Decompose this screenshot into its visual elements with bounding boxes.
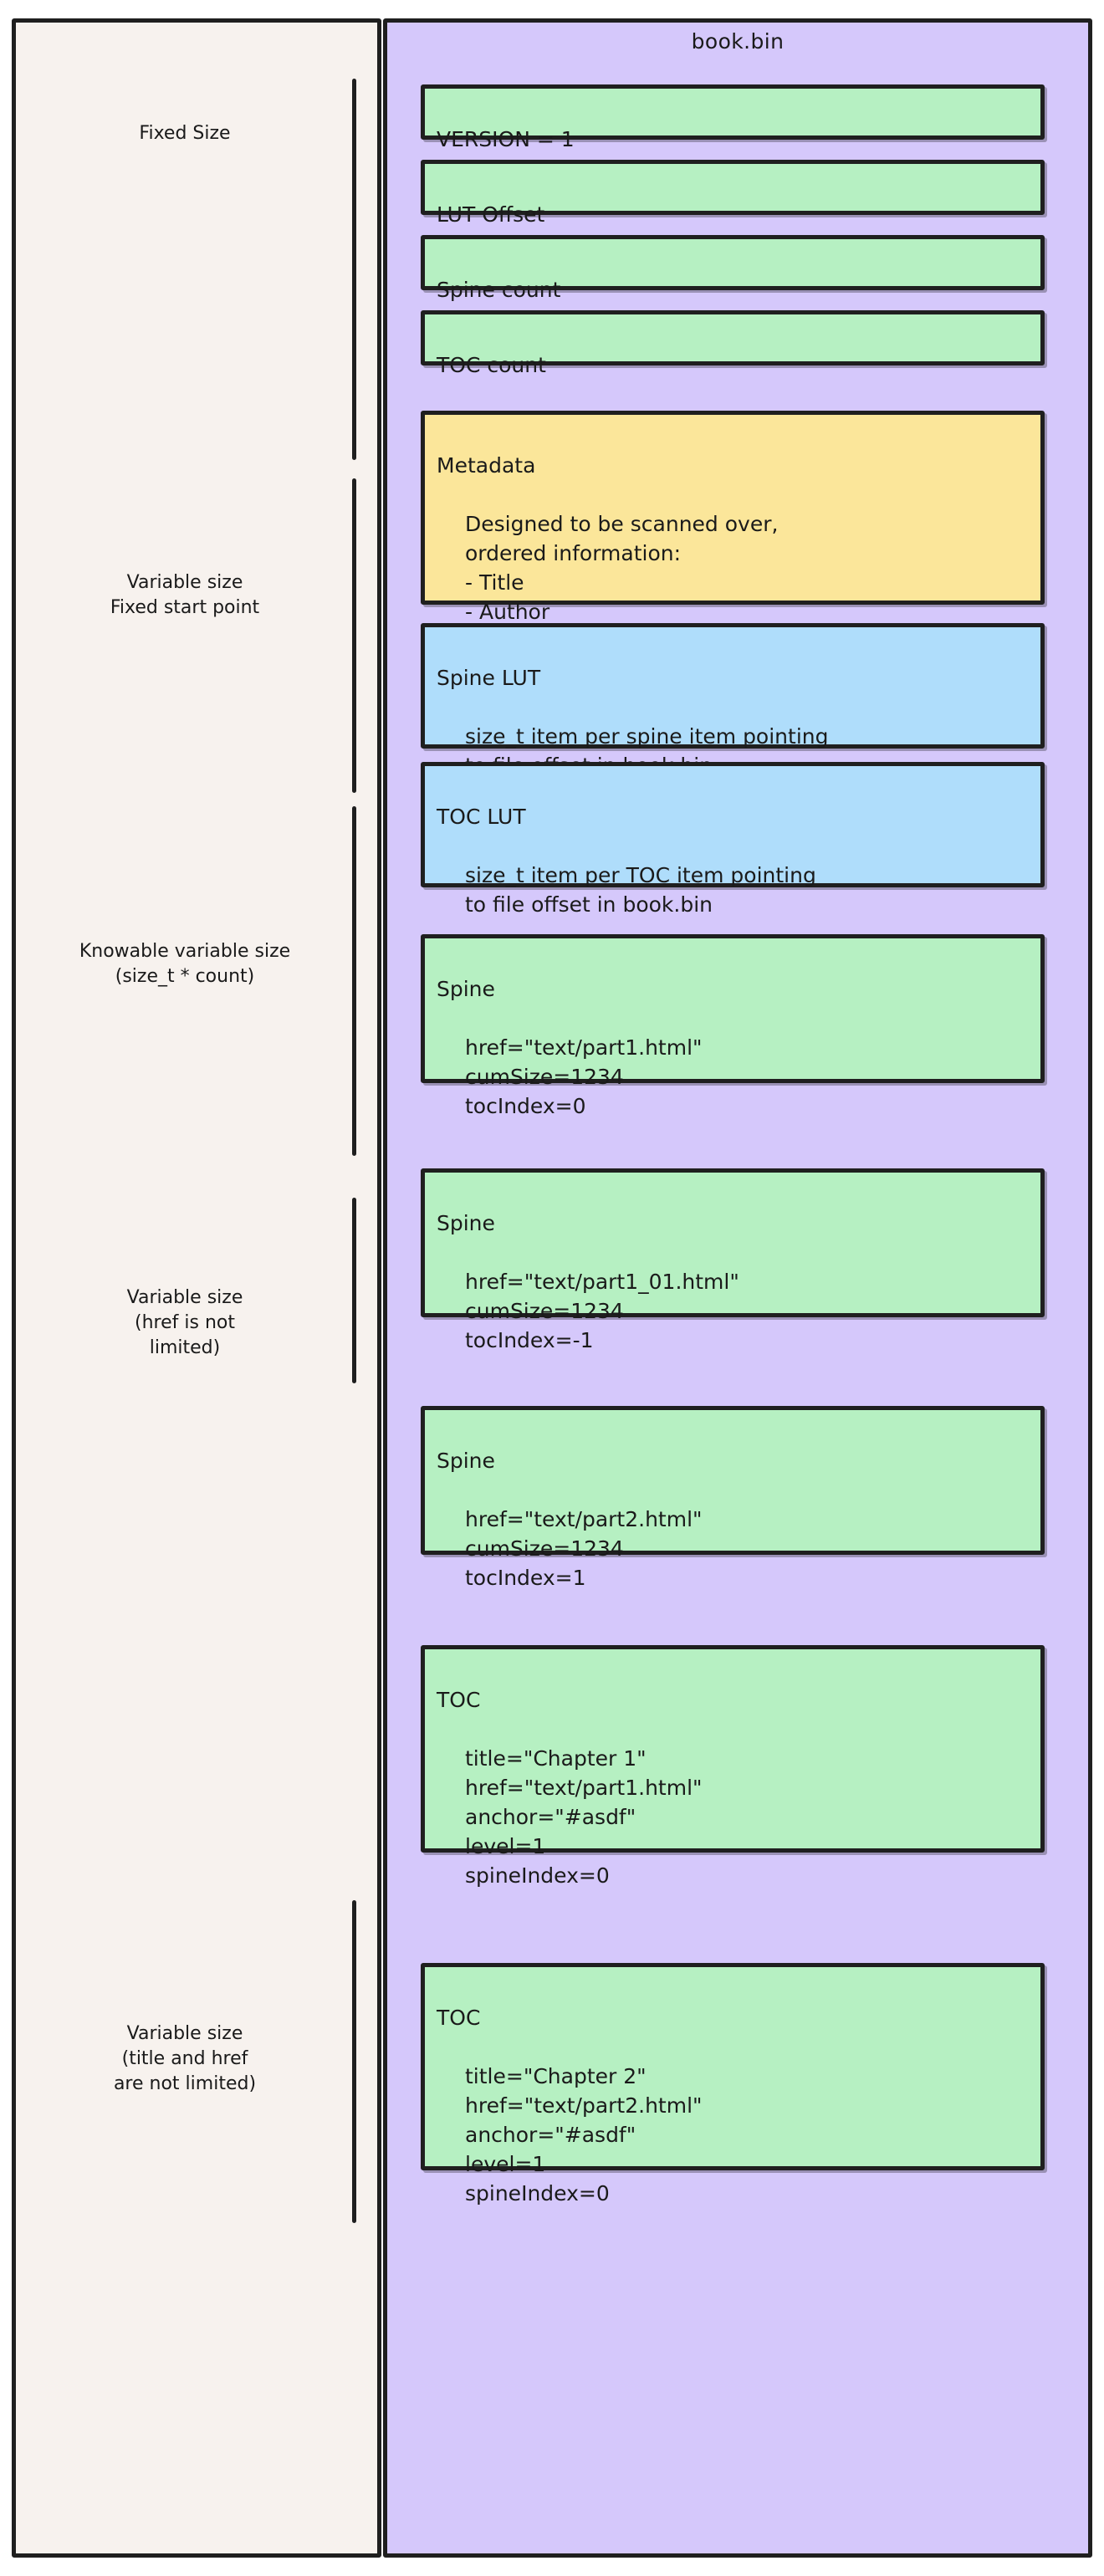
- block-spine-count: Spine count: [421, 235, 1045, 302]
- file-title: book.bin: [691, 29, 785, 54]
- block-toc-lut: TOC LUT size_t item per TOC item pointin…: [421, 762, 1045, 917]
- block-toc-1-body: title="Chapter 1" href="text/part1.html"…: [465, 1746, 703, 1888]
- annotation-sidebar: Fixed Size Variable size Fixed start poi…: [12, 18, 381, 2558]
- block-spine-2: Spine href="text/part1_01.html" cumSize=…: [421, 1168, 1045, 1352]
- bracket-knowable-variable: [352, 806, 356, 1156]
- block-spine-lut: Spine LUT size_t item per spine item poi…: [421, 623, 1045, 778]
- block-lut-offset-head: LUT Offset: [437, 202, 545, 227]
- group-label-variable-title-href: Variable size (title and href are not li…: [113, 2023, 257, 2094]
- block-spine-3: Spine href="text/part2.html" cumSize=123…: [421, 1406, 1045, 1590]
- group-label-fixed-size: Fixed Size: [139, 123, 231, 144]
- block-spine-1: Spine href="text/part1.html" cumSize=123…: [421, 934, 1045, 1118]
- block-toc-2-head: TOC: [437, 2006, 481, 2030]
- bracket-variable-title: [352, 1900, 356, 2223]
- block-spine-lut-head: Spine LUT: [437, 666, 541, 690]
- block-toc-lut-head: TOC LUT: [437, 805, 526, 829]
- block-toc-2: TOC title="Chapter 2" href="text/part2.h…: [421, 1963, 1045, 2205]
- block-toc-1-head: TOC: [437, 1688, 481, 1712]
- block-lut-offset: LUT Offset: [421, 160, 1045, 227]
- bracket-variable-href: [352, 1198, 356, 1383]
- block-version: VERSION = 1: [421, 84, 1045, 151]
- block-version-head: VERSION = 1: [437, 127, 575, 151]
- book-bin-container: book.bin VERSION = 1 LUT Offset Spine co…: [383, 18, 1092, 2558]
- group-label-variable-href: Variable size (href is not limited): [126, 1287, 243, 1358]
- block-toc-1: TOC title="Chapter 1" href="text/part1.h…: [421, 1645, 1045, 1888]
- block-toc-count-head: TOC count: [437, 353, 546, 377]
- group-label-variable-fixed-start: Variable size Fixed start point: [110, 572, 260, 618]
- block-toc-count: TOC count: [421, 310, 1045, 377]
- block-metadata: Metadata Designed to be scanned over, or…: [421, 411, 1045, 653]
- block-spine-3-head: Spine: [437, 1449, 495, 1473]
- block-spine-count-head: Spine count: [437, 278, 561, 302]
- block-spine-2-body: href="text/part1_01.html" cumSize=1234 t…: [465, 1270, 739, 1352]
- bracket-variable-fixed: [352, 478, 356, 793]
- block-spine-1-head: Spine: [437, 977, 495, 1001]
- block-spine-1-body: href="text/part1.html" cumSize=1234 tocI…: [465, 1035, 703, 1118]
- bracket-fixed-size: [352, 79, 356, 460]
- block-toc-2-body: title="Chapter 2" href="text/part2.html"…: [465, 2064, 703, 2205]
- block-metadata-body: Designed to be scanned over, ordered inf…: [465, 512, 779, 653]
- block-toc-lut-body: size_t item per TOC item pointing to fil…: [465, 863, 816, 917]
- block-metadata-head: Metadata: [437, 453, 536, 478]
- block-spine-2-head: Spine: [437, 1211, 495, 1235]
- block-spine-3-body: href="text/part2.html" cumSize=1234 tocI…: [465, 1507, 703, 1590]
- group-label-knowable-variable-size: Knowable variable size (size_t * count): [79, 941, 291, 987]
